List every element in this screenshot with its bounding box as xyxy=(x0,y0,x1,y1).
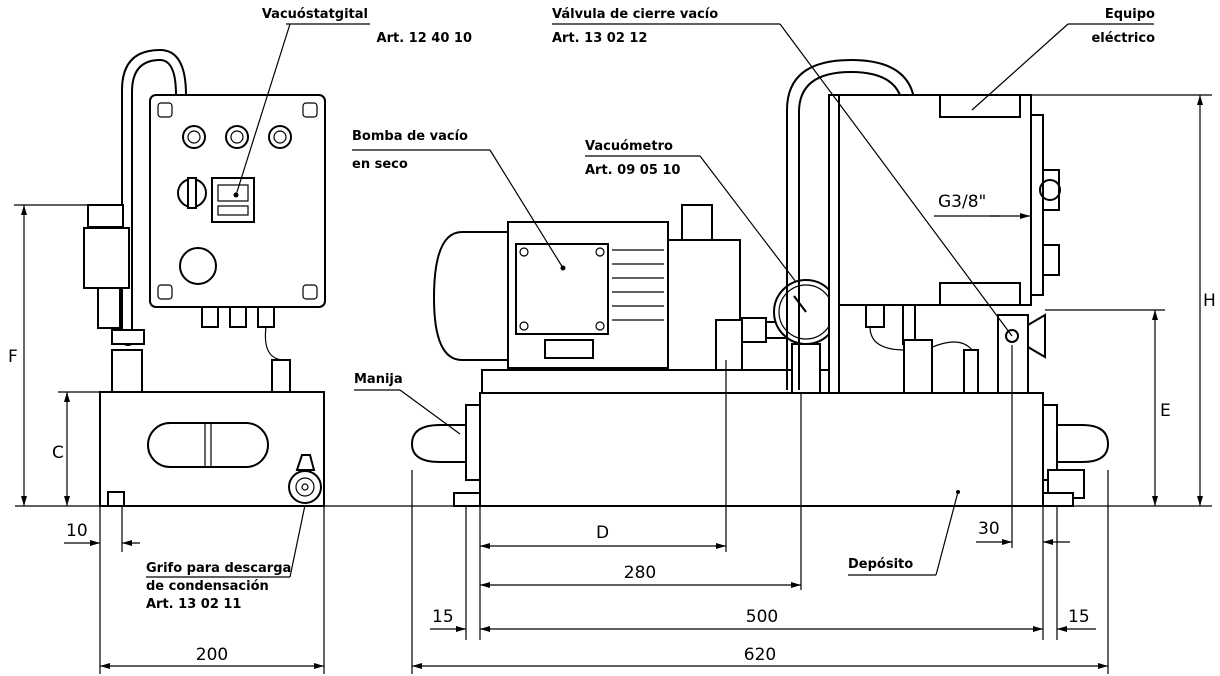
dim-500: 500 xyxy=(746,607,778,627)
dim-D: D xyxy=(596,523,609,543)
vacuostato-leader xyxy=(235,23,291,196)
dim-10: 10 xyxy=(66,521,88,541)
grifo-label-2: de condensación xyxy=(146,579,269,594)
terminal-box xyxy=(515,243,609,335)
thread-label: G3/8" xyxy=(938,192,986,212)
dim-15-right: 15 xyxy=(1068,607,1090,627)
handle-left xyxy=(410,424,481,463)
dim-280: 280 xyxy=(624,563,656,583)
grifo-art: Art. 13 02 11 xyxy=(146,597,241,612)
dimension-group: F C 10 200 D 280 500 xyxy=(8,94,1216,674)
cable-gland xyxy=(257,306,275,328)
equipo-leader xyxy=(971,23,1069,111)
bomba-leader xyxy=(489,149,564,269)
vacuometro-art: Art. 09 05 10 xyxy=(585,163,680,178)
manija-leader xyxy=(399,389,461,435)
valvula-label: Válvula de cierre vacío xyxy=(552,7,718,22)
grifo-leader xyxy=(289,504,306,578)
front-view xyxy=(410,58,1110,507)
dim-F: F xyxy=(8,347,18,367)
vacuostato-label: Vacuóstatgital xyxy=(262,7,368,22)
dim-200: 200 xyxy=(196,645,228,665)
cable-gland xyxy=(201,306,219,328)
cable-gland xyxy=(229,306,247,328)
indicator-light-icon xyxy=(268,125,292,149)
label-group: Vacuóstatgital Art. 12 40 10 Válvula de … xyxy=(146,7,1155,612)
vacuometro-leader xyxy=(699,155,797,283)
dim-15-left: 15 xyxy=(432,607,454,627)
front-tank xyxy=(479,392,1044,507)
dim-E: E xyxy=(1160,401,1171,421)
dim-620: 620 xyxy=(744,645,776,665)
side-hose xyxy=(121,48,187,330)
indicator-light-icon xyxy=(182,125,206,149)
equipo-label-2: eléctrico xyxy=(1091,31,1155,46)
manija-label: Manija xyxy=(354,372,403,387)
dim-C: C xyxy=(52,443,64,463)
indicator-light-icon xyxy=(225,125,249,149)
pump-base-plate xyxy=(481,369,833,394)
vacuostato-art: Art. 12 40 10 xyxy=(377,31,472,46)
motor-fan-cover xyxy=(432,231,511,361)
mounting-panel xyxy=(828,94,840,394)
deposito-label: Depósito xyxy=(848,557,913,572)
dim-H: H xyxy=(1203,291,1216,311)
vacuometro-label: Vacuómetro xyxy=(585,139,673,154)
side-tank-window xyxy=(147,422,269,468)
side-view xyxy=(83,48,326,507)
bomba-label: Bomba de vacío xyxy=(352,129,468,144)
u-tube xyxy=(786,58,916,390)
equipo-label: Equipo xyxy=(1105,7,1155,22)
bomba-label-2: en seco xyxy=(352,157,408,172)
handle-right xyxy=(1042,424,1110,463)
electric-box xyxy=(838,94,1032,306)
dim-30: 30 xyxy=(978,519,1000,539)
shutoff-valve xyxy=(997,314,1029,394)
side-valve-block xyxy=(83,227,130,289)
grifo-label: Grifo para descarga xyxy=(146,561,291,576)
valvula-art: Art. 13 02 12 xyxy=(552,31,647,46)
valvula-leader xyxy=(779,23,1013,337)
